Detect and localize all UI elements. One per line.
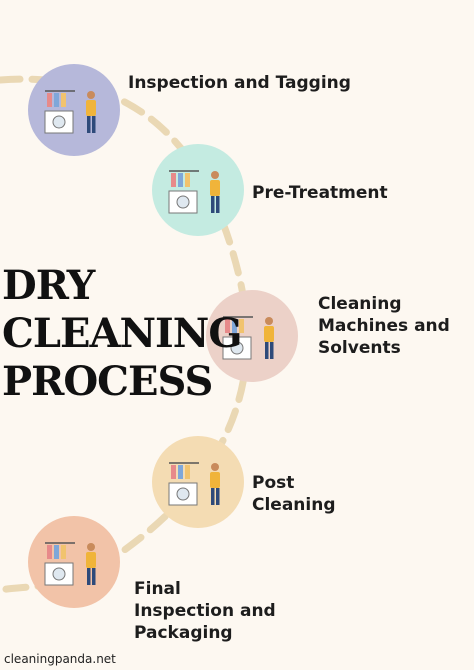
step-4-label: Post Cleaning	[252, 473, 336, 515]
step-2-circle	[152, 144, 244, 236]
dry-cleaner-icon	[44, 90, 96, 134]
step-3-label: Cleaning Machines and Solvents	[318, 294, 450, 358]
dry-cleaner-icon	[168, 170, 220, 214]
dry-cleaner-icon	[44, 542, 96, 586]
footer-url: cleaningpanda.net	[4, 652, 116, 666]
step-4-circle	[152, 436, 244, 528]
step-5-label: Final Inspection and Packaging	[134, 579, 276, 643]
dry-cleaner-icon	[222, 316, 274, 360]
step-1-circle	[28, 64, 120, 156]
step-1-label: Inspection and Tagging	[128, 73, 351, 93]
step-3-circle	[206, 290, 298, 382]
step-2-label: Pre-Treatment	[252, 183, 388, 203]
dry-cleaner-icon	[168, 462, 220, 506]
step-5-circle	[28, 516, 120, 608]
page-title: DRY CLEANING PROCESS	[2, 262, 242, 405]
